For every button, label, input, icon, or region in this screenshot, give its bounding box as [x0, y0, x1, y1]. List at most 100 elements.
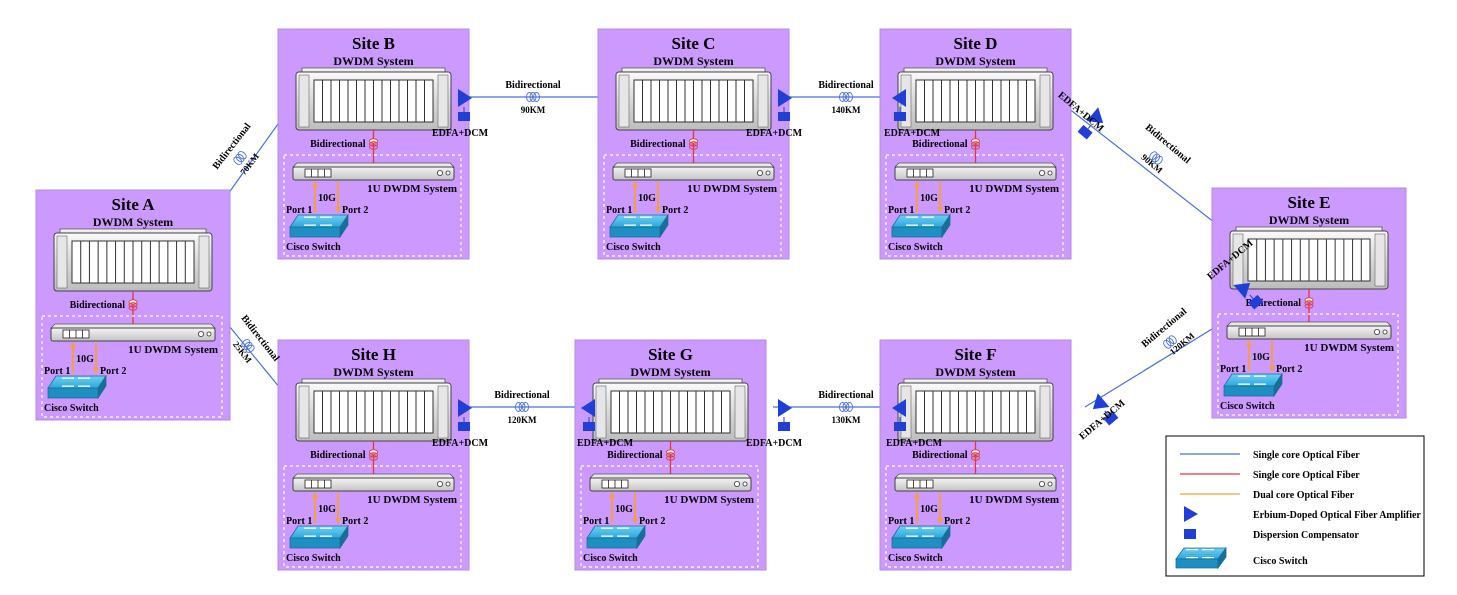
access-group-box — [1217, 313, 1399, 416]
edfa-triangle-icon — [892, 399, 906, 417]
edfa-triangle-icon — [458, 399, 472, 417]
one-u-system-label: 1U DWDM System — [687, 183, 777, 195]
link-distance-label: 90KM — [521, 105, 546, 115]
fiber-coil-icon — [666, 449, 675, 461]
site-title: Site A — [112, 195, 156, 214]
port2-label: Port 2 — [944, 205, 970, 216]
edfa-dcm-amplifier: EDFA+DCM — [1077, 393, 1128, 442]
link-type-label: Bidirectional — [818, 390, 874, 401]
speed-label: 10G — [615, 504, 633, 515]
cisco-switch-icon — [289, 213, 349, 239]
edfa-triangle-icon — [778, 89, 792, 107]
dcm-square-icon — [583, 422, 595, 431]
bidirectional-label: Bidirectional — [912, 450, 968, 461]
port2-label: Port 2 — [342, 516, 368, 527]
legend-item-0: Single core Optical Fiber — [1180, 450, 1360, 461]
dcm-square-icon — [894, 112, 906, 121]
bidirectional-label: Bidirectional — [310, 450, 366, 461]
edfa-dcm-amplifier: EDFA+DCM — [577, 399, 634, 449]
speed-label: 10G — [920, 193, 938, 204]
edfa-dcm-amplifier: EDFA+DCM — [432, 399, 489, 449]
port2-label: Port 2 — [944, 516, 970, 527]
link-type-label: Bidirectional — [505, 80, 561, 91]
edfa-dcm-amplifier: EDFA+DCM — [884, 89, 941, 139]
dcm-square-icon — [778, 112, 790, 121]
bidirectional-label: Bidirectional — [912, 139, 968, 150]
dual-core-fibers — [70, 342, 99, 374]
edfa-triangle-icon — [778, 399, 792, 417]
speed-label: 10G — [318, 504, 336, 515]
port1-label: Port 1 — [286, 205, 312, 216]
cisco-switch-icon — [891, 524, 951, 550]
dwdm-system-label: DWDM System — [333, 54, 413, 68]
dual-core-fibers — [632, 181, 661, 213]
access-group-box — [283, 154, 462, 257]
dwdm-chassis — [295, 378, 452, 442]
speed-label: 10G — [76, 354, 94, 365]
legend-item-5: Cisco Switch — [1175, 546, 1308, 570]
bidirectional-label: Bidirectional — [70, 300, 126, 311]
fiber-coil-icon — [971, 449, 980, 461]
bidirectional-label: Bidirectional — [310, 139, 366, 150]
link-type-label: Bidirectional — [494, 390, 550, 401]
edfa-triangle-icon — [1184, 506, 1198, 522]
cisco-switch-icon — [47, 374, 107, 400]
dwdm-chassis — [897, 67, 1054, 131]
port2-label: Port 2 — [100, 366, 126, 377]
port1-label: Port 1 — [888, 516, 914, 527]
edfa-dcm-amplifier: EDFA+DCM — [886, 399, 943, 449]
dual-core-fibers — [609, 492, 638, 524]
one-u-dwdm-device — [589, 473, 752, 492]
edfa-triangle-icon — [581, 399, 595, 417]
dcm-square-icon — [778, 422, 790, 431]
port1-label: Port 1 — [606, 205, 632, 216]
edfa-triangle-icon — [458, 89, 472, 107]
one-u-dwdm-device — [292, 162, 455, 181]
dwdm-system-label: DWDM System — [630, 365, 710, 379]
site-title: Site G — [648, 345, 693, 364]
dwdm-system-label: DWDM System — [93, 215, 173, 229]
legend-label: Single core Optical Fiber — [1253, 470, 1360, 481]
speed-label: 10G — [920, 504, 938, 515]
speed-label: 10G — [638, 193, 656, 204]
dwdm-system-label: DWDM System — [1269, 213, 1349, 227]
dwdm-system-label: DWDM System — [653, 54, 733, 68]
site-title: Site D — [954, 34, 998, 53]
link-distance-label: 140KM — [832, 105, 862, 115]
edfa-triangle-icon — [892, 89, 906, 107]
legend-item-4: Dispersion Compensator — [1184, 529, 1359, 541]
one-u-system-label: 1U DWDM System — [969, 183, 1059, 195]
fiber-coil-icon — [1149, 151, 1163, 165]
link-distance-label: 90KM — [1139, 152, 1165, 176]
access-group-box — [885, 465, 1064, 568]
one-u-dwdm-device — [1226, 321, 1392, 340]
one-u-dwdm-device — [50, 323, 216, 342]
edfa-dcm-label: EDFA+DCM — [432, 438, 489, 449]
fiber-coil-icon — [128, 299, 138, 311]
dual-core-fibers — [1246, 340, 1275, 372]
edfa-dcm-label: EDFA+DCM — [886, 438, 943, 449]
fiber-coil-icon — [369, 138, 378, 150]
cisco-switch-icon — [1223, 372, 1283, 398]
edfa-triangle-icon — [1092, 393, 1110, 410]
legend-item-1: Single core Optical Fiber — [1180, 470, 1360, 481]
legend-label: Dispersion Compensator — [1253, 530, 1359, 541]
fiber-coil-icon — [839, 92, 853, 102]
link-type-label: Bidirectional — [818, 80, 874, 91]
one-u-system-label: 1U DWDM System — [367, 183, 457, 195]
edfa-dcm-amplifier: EDFA+DCM — [432, 89, 489, 139]
legend-label: Dual core Optical Fiber — [1253, 490, 1355, 501]
bidirectional-label: Bidirectional — [630, 139, 686, 150]
cisco-switch-icon — [1175, 546, 1227, 570]
one-u-dwdm-device — [894, 162, 1057, 181]
